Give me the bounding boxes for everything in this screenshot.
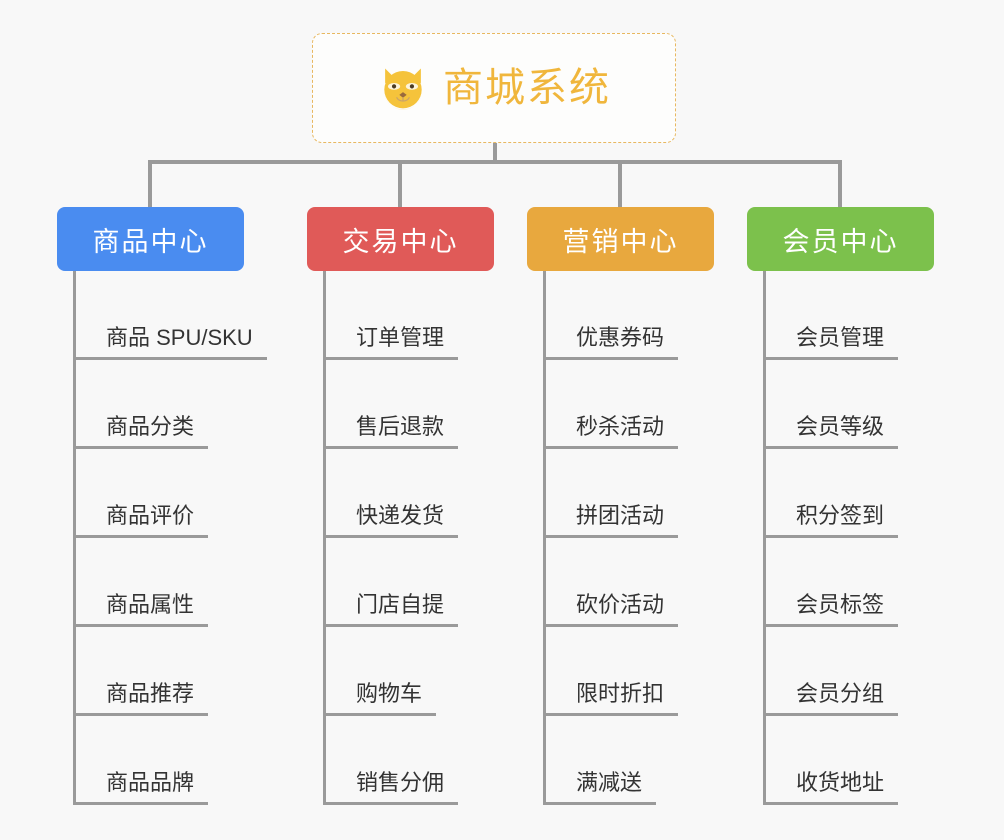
list-item[interactable]: 售后退款 xyxy=(326,360,494,449)
list-item-label: 商品属性 xyxy=(76,592,209,627)
root-title: 商城系统 xyxy=(443,66,611,110)
list-item[interactable]: 优惠券码 xyxy=(546,271,714,360)
branch-trade-center: 交易中心 订单管理 售后退款 快递发货 门店自提 购物车 销售分佣 xyxy=(307,207,494,805)
list-item-label: 会员分组 xyxy=(766,681,899,716)
list-item-label: 销售分佣 xyxy=(326,770,459,805)
list-item-label: 商品评价 xyxy=(76,503,209,538)
branch-header-product-center[interactable]: 商品中心 xyxy=(57,207,244,271)
branch-header-trade-center[interactable]: 交易中心 xyxy=(307,207,494,271)
list-item-label: 积分签到 xyxy=(766,503,899,538)
list-item[interactable]: 快递发货 xyxy=(326,449,494,538)
list-item[interactable]: 拼团活动 xyxy=(546,449,714,538)
list-item-label: 门店自提 xyxy=(326,592,459,627)
list-item-label: 会员管理 xyxy=(766,325,899,360)
branch-items-member-center: 会员管理 会员等级 积分签到 会员标签 会员分组 收货地址 xyxy=(763,271,934,805)
list-item[interactable]: 商品评价 xyxy=(76,449,244,538)
list-item[interactable]: 商品分类 xyxy=(76,360,244,449)
branch-label: 交易中心 xyxy=(342,226,459,257)
list-item-label: 砍价活动 xyxy=(546,592,679,627)
list-item-label: 收货地址 xyxy=(766,770,899,805)
connector-drop-product-center xyxy=(148,160,152,208)
list-item[interactable]: 限时折扣 xyxy=(546,627,714,716)
branch-product-center: 商品中心 商品 SPU/SKU 商品分类 商品评价 商品属性 商品推荐 商品品牌 xyxy=(57,207,267,805)
branch-label: 会员中心 xyxy=(782,226,899,257)
list-item[interactable]: 商品品牌 xyxy=(76,716,244,805)
connector-drop-member-center xyxy=(838,160,842,208)
connector-drop-marketing-center xyxy=(618,160,622,208)
list-item[interactable]: 积分签到 xyxy=(766,449,934,538)
list-item-label: 满减送 xyxy=(546,770,657,805)
list-item-label: 商品 SPU/SKU xyxy=(76,325,267,360)
list-item[interactable]: 秒杀活动 xyxy=(546,360,714,449)
list-item-label: 优惠券码 xyxy=(546,325,679,360)
list-item[interactable]: 会员等级 xyxy=(766,360,934,449)
list-item[interactable]: 会员标签 xyxy=(766,538,934,627)
branch-items-trade-center: 订单管理 售后退款 快递发货 门店自提 购物车 销售分佣 xyxy=(323,271,494,805)
list-item-label: 商品品牌 xyxy=(76,770,209,805)
list-item-label: 商品推荐 xyxy=(76,681,209,716)
list-item-label: 限时折扣 xyxy=(546,681,679,716)
list-item[interactable]: 会员分组 xyxy=(766,627,934,716)
connector-drop-trade-center xyxy=(398,160,402,208)
branch-member-center: 会员中心 会员管理 会员等级 积分签到 会员标签 会员分组 收货地址 xyxy=(747,207,934,805)
list-item[interactable]: 会员管理 xyxy=(766,271,934,360)
connector-root-stem xyxy=(493,143,497,163)
branch-marketing-center: 营销中心 优惠券码 秒杀活动 拼团活动 砍价活动 限时折扣 满减送 xyxy=(527,207,714,805)
list-item[interactable]: 收货地址 xyxy=(766,716,934,805)
list-item[interactable]: 满减送 xyxy=(546,716,714,805)
list-item-label: 购物车 xyxy=(326,681,437,716)
list-item[interactable]: 商品属性 xyxy=(76,538,244,627)
list-item[interactable]: 订单管理 xyxy=(326,271,494,360)
list-item-label: 商品分类 xyxy=(76,414,209,449)
branch-items-product-center: 商品 SPU/SKU 商品分类 商品评价 商品属性 商品推荐 商品品牌 xyxy=(73,271,267,805)
list-item-label: 订单管理 xyxy=(326,325,459,360)
root-node[interactable]: 商城系统 xyxy=(312,33,676,143)
list-item-label: 秒杀活动 xyxy=(546,414,679,449)
list-item-label: 售后退款 xyxy=(326,414,459,449)
branch-header-marketing-center[interactable]: 营销中心 xyxy=(527,207,714,271)
list-item-label: 会员等级 xyxy=(766,414,899,449)
list-item[interactable]: 门店自提 xyxy=(326,538,494,627)
list-item[interactable]: 购物车 xyxy=(326,627,494,716)
list-item[interactable]: 砍价活动 xyxy=(546,538,714,627)
branch-header-member-center[interactable]: 会员中心 xyxy=(747,207,934,271)
list-item[interactable]: 销售分佣 xyxy=(326,716,494,805)
dog-face-icon xyxy=(384,68,422,110)
branch-label: 商品中心 xyxy=(92,226,209,257)
connector-bus xyxy=(148,160,842,164)
branch-items-marketing-center: 优惠券码 秒杀活动 拼团活动 砍价活动 限时折扣 满减送 xyxy=(543,271,714,805)
list-item-label: 快递发货 xyxy=(326,503,459,538)
list-item-label: 拼团活动 xyxy=(546,503,679,538)
list-item[interactable]: 商品推荐 xyxy=(76,627,244,716)
list-item-label: 会员标签 xyxy=(766,592,899,627)
branch-label: 营销中心 xyxy=(562,226,679,257)
list-item[interactable]: 商品 SPU/SKU xyxy=(76,271,267,360)
